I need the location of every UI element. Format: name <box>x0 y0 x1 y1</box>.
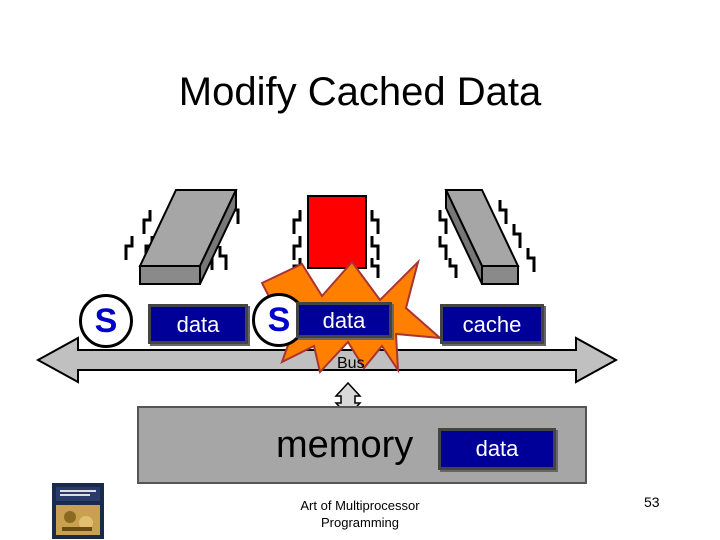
bus-label: Bus <box>337 355 365 372</box>
processor-1-chip <box>124 189 240 285</box>
processor-2-chip <box>292 195 380 278</box>
slide-title: Modify Cached Data <box>178 70 542 114</box>
processor-3-chip <box>438 189 536 285</box>
memory-label: memory <box>276 424 414 466</box>
processor-3-cache: cache <box>440 304 544 344</box>
processor-1-cache: data <box>148 304 248 344</box>
footer-text: Art of Multiprocessor Programming <box>300 498 420 530</box>
processor-1-state: S <box>79 294 133 348</box>
processor-2-cache: data <box>296 302 392 338</box>
memory-value: data <box>438 428 556 470</box>
book-cover-image <box>52 483 104 539</box>
page-number: 53 <box>644 494 660 510</box>
